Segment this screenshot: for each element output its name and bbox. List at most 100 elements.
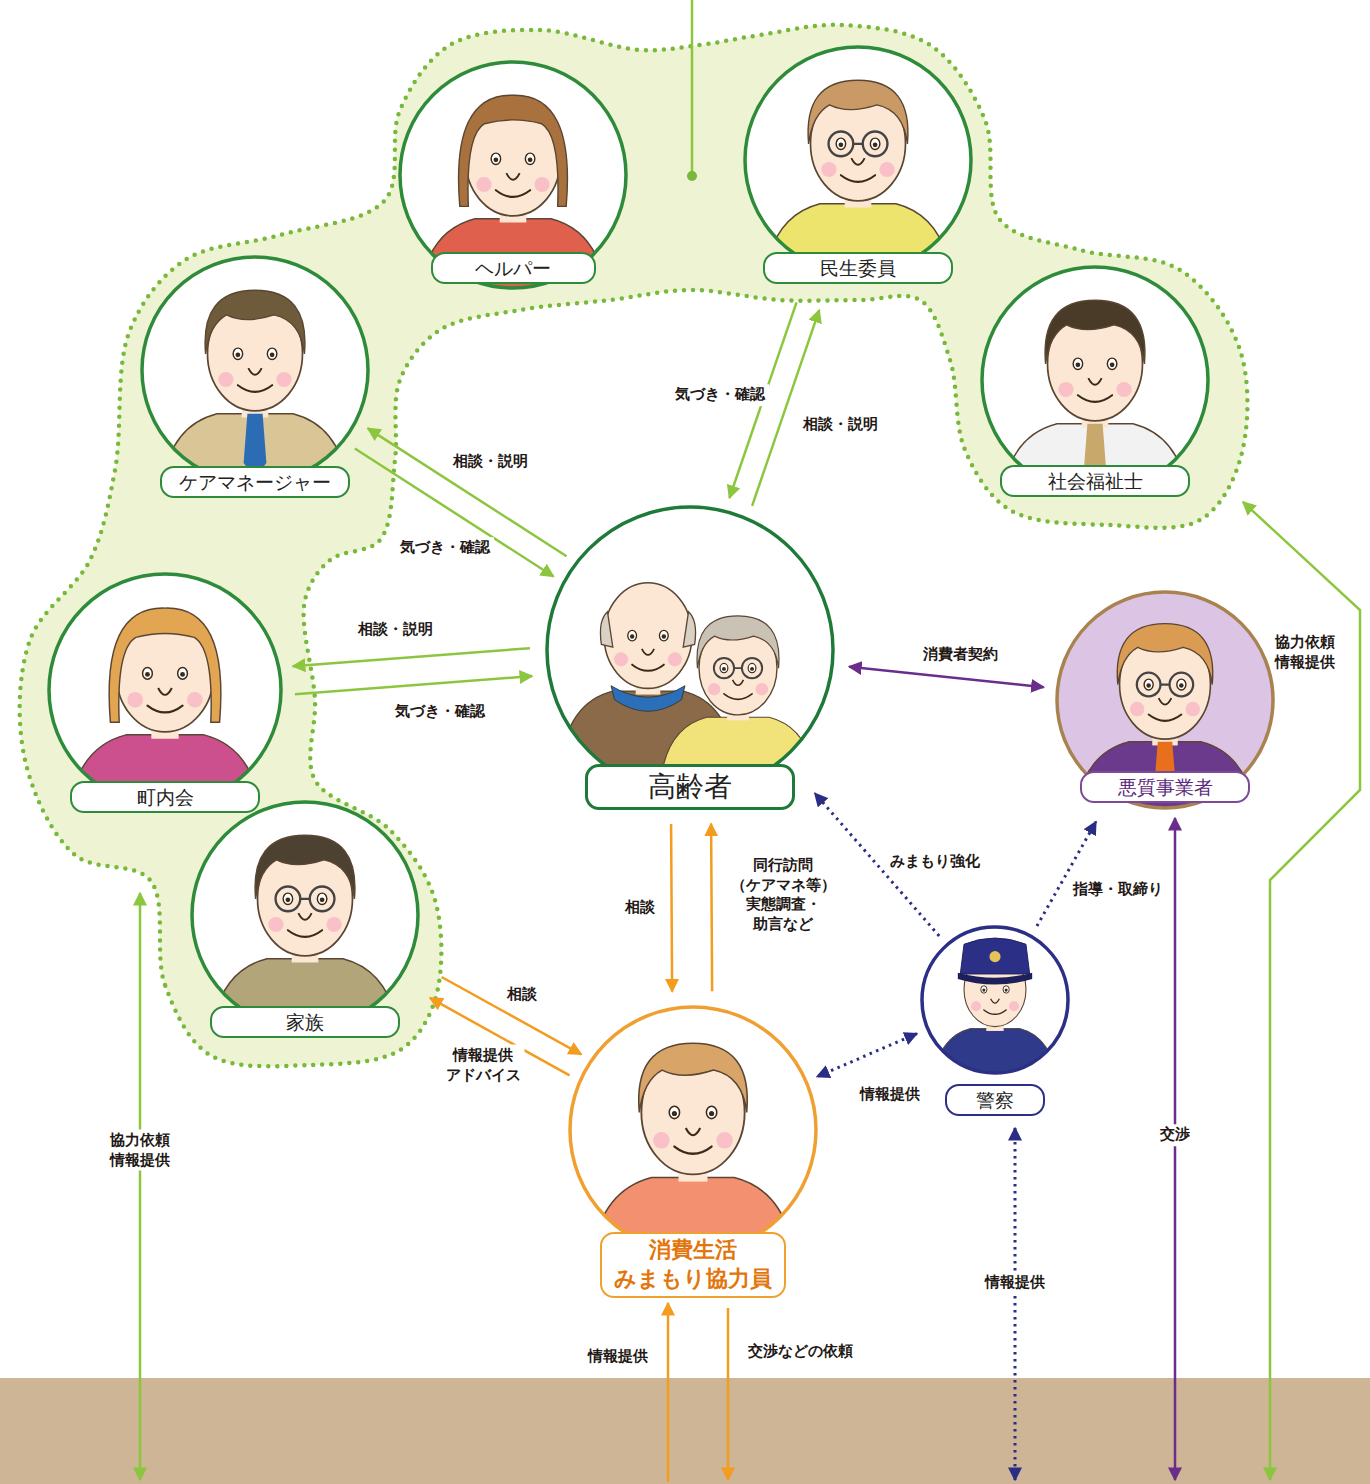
label-holder: 交渉などの依頼	[744, 1341, 857, 1363]
label-holder: 相談・説明	[449, 451, 532, 473]
mouth-shape	[1078, 395, 1112, 402]
glasses-lens	[276, 887, 301, 912]
node-shape	[190, 800, 420, 1030]
node-outline	[142, 257, 368, 483]
eye-shape	[283, 893, 293, 904]
edge-label: 情報提供 アドバイス	[442, 1045, 525, 1086]
cap-brim	[958, 973, 1032, 985]
glasses-lens	[829, 132, 854, 157]
edge-label: 相談・説明	[449, 451, 532, 473]
ground-band	[0, 1378, 1370, 1484]
label-holder: 情報提供	[856, 1084, 924, 1106]
eye-pupil	[982, 989, 985, 992]
edge-label: 相談・説明	[354, 619, 437, 641]
person-node: ケアマネージャー	[140, 255, 370, 485]
cap-shape	[960, 938, 1029, 974]
eye-shape	[836, 138, 846, 149]
hair-shape	[600, 612, 695, 647]
eye-pupil	[1179, 683, 1184, 688]
person-figure	[933, 938, 1057, 1085]
eye-shape	[233, 348, 243, 359]
figure-group	[933, 938, 1057, 1085]
note-label: 交渉などの依頼	[744, 1341, 857, 1363]
nose-shape	[851, 158, 864, 165]
person-figure	[1000, 300, 1190, 511]
hair-shape	[808, 80, 908, 144]
node-fill	[1057, 592, 1273, 808]
nose-shape	[1088, 378, 1101, 385]
mouth-shape	[984, 1010, 1006, 1014]
glasses-lens	[1170, 673, 1194, 697]
nose-shape	[158, 688, 172, 695]
person-figure	[160, 290, 350, 501]
label-holder: 情報提供 アドバイス	[442, 1045, 525, 1086]
eye-pupil	[1146, 683, 1151, 688]
eye-shape	[267, 348, 277, 359]
mouth-shape	[841, 175, 875, 182]
node-shape	[980, 265, 1210, 495]
edge-label: 気づき・確認	[671, 384, 769, 406]
body-shape	[1000, 424, 1190, 511]
nose-shape	[506, 173, 519, 180]
hair-shape	[697, 616, 779, 668]
node-fill	[400, 62, 626, 288]
node-outline	[745, 47, 971, 273]
eye-pupil	[630, 634, 634, 638]
label-holder: 同行訪問 （ケアマネ等） 実態調査・ 助言など	[727, 855, 840, 935]
label-holder: 消費者契約	[919, 644, 1002, 666]
band-arrow	[727, 1308, 730, 1480]
eye-shape	[1073, 358, 1083, 369]
glasses-lens	[310, 887, 335, 912]
label-holder: 交渉	[1156, 1124, 1194, 1146]
mouth-shape	[147, 706, 182, 713]
cheek-shape	[879, 162, 894, 177]
eye-pupil	[1005, 989, 1008, 992]
eye-shape	[1144, 679, 1153, 690]
eye-pupil	[528, 157, 533, 162]
eye-pupil	[662, 634, 666, 638]
cheek-shape	[1009, 1001, 1019, 1011]
label-holder: 相談・説明	[354, 619, 437, 641]
scarf-shape	[611, 686, 685, 712]
glasses-lens	[1137, 673, 1161, 697]
person-figure	[763, 80, 953, 291]
eye-pupil	[1076, 362, 1081, 367]
mouth-shape	[632, 665, 664, 671]
cheek-shape	[971, 1001, 981, 1011]
eye-pupil	[1110, 362, 1115, 367]
node-label: 消費生活 みまもり協力員	[600, 1232, 786, 1297]
hair-shape	[109, 608, 221, 722]
cheek-shape	[614, 652, 628, 666]
body-shape	[418, 219, 608, 306]
node-outline	[570, 1007, 816, 1253]
cheek-shape	[218, 372, 233, 387]
hair-shape	[1117, 624, 1213, 685]
eye-shape	[659, 630, 668, 641]
head-shape	[604, 583, 692, 689]
nose-shape	[1159, 698, 1172, 704]
person-node: 消費生活 みまもり協力員	[568, 1005, 818, 1255]
person-node: 悪質事業者	[1055, 590, 1275, 810]
cheek-shape	[716, 1132, 733, 1149]
cheek-shape	[1186, 702, 1201, 717]
figure-group	[210, 835, 400, 1046]
mouth-shape	[1149, 715, 1182, 721]
glasses-bridge	[734, 667, 742, 669]
note-label: 情報提供	[584, 1346, 652, 1368]
edge-label: 消費者契約	[919, 644, 1002, 666]
mouth-shape	[238, 385, 272, 392]
connector-arrow	[671, 824, 672, 992]
person-figure	[418, 95, 608, 306]
label-holder: 指導・取締り	[1069, 879, 1167, 901]
cheek-shape	[821, 162, 836, 177]
leader-dot	[687, 171, 697, 181]
label-holder: 情報提供	[584, 1346, 652, 1368]
eye-shape	[669, 1106, 679, 1118]
node-outline	[982, 267, 1208, 493]
body-shape	[160, 414, 350, 501]
nose-shape	[298, 913, 311, 920]
hair-shape	[205, 290, 305, 354]
label-holder: 協力依頼 情報提供	[106, 1130, 174, 1171]
connector-arrow	[355, 449, 554, 577]
